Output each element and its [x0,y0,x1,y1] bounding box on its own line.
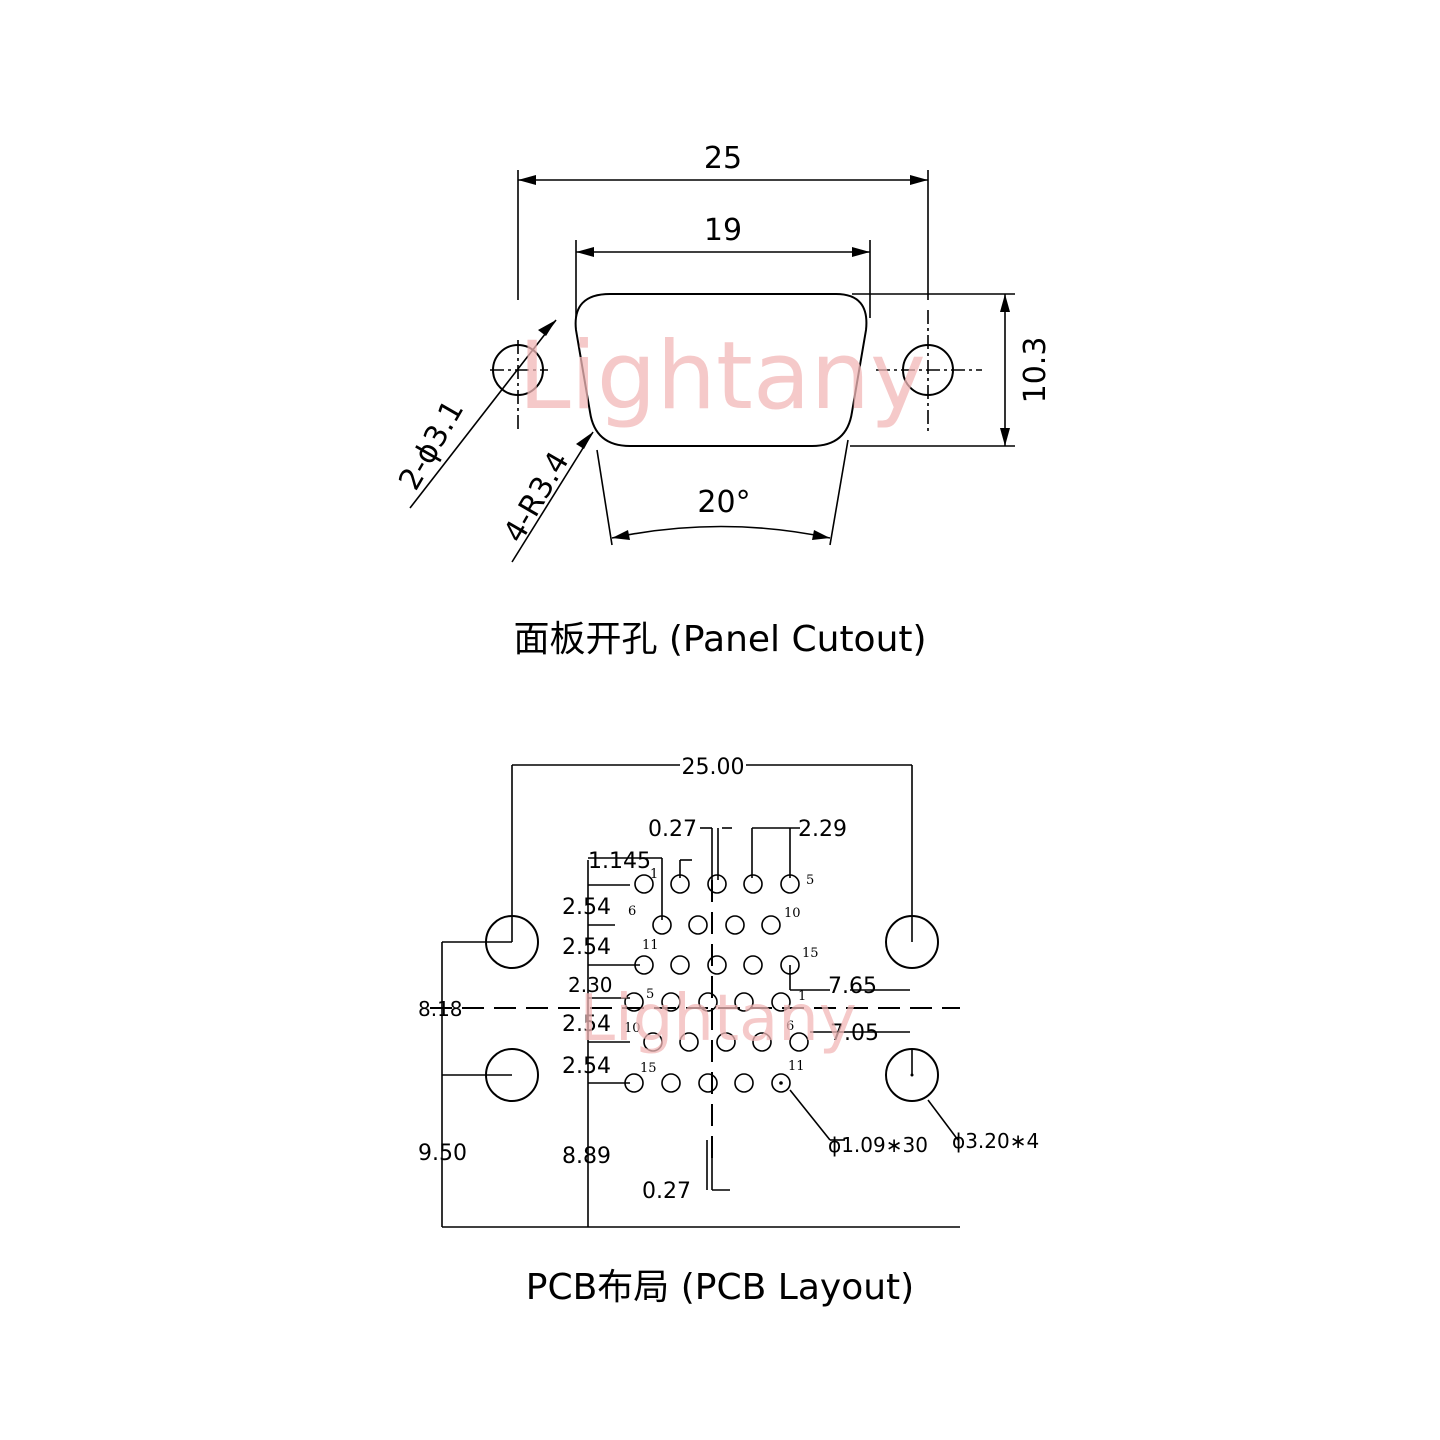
d-sub-cutout-outline [574,293,868,447]
pcb-dim-mount-hole: ϕ3.20∗4 [952,1129,1039,1153]
pcb-dim-offset-row1: 1.145 [588,849,651,874]
pin-label-15-upper: 15 [802,946,819,961]
pcb-dim-row-pitch-c: 2.54 [562,1012,611,1037]
dim-radius: 4-R3.4 [497,446,577,549]
pin-label-5-lower: 5 [646,987,654,1002]
dim-height: 10.3 [1018,337,1053,404]
watermark-bottom: Lightany [579,982,856,1056]
pin-label-10-lower: 10 [624,1021,641,1036]
pin-label-6-lower: 6 [786,1019,794,1034]
dim-overall-width: 25 [704,141,742,176]
pcb-dim-pin-depth: 8.89 [562,1144,611,1169]
pin-label-11-lower: 11 [788,1059,805,1074]
pin-label-15-lower: 15 [640,1061,657,1076]
mount-hole-bottom-right [885,1048,939,1102]
pcb-dim-row-pitch-d: 2.54 [562,1054,611,1079]
pin-label-1-lower: 1 [798,989,806,1004]
dim-cutout-width: 19 [704,213,742,248]
pcb-dim-overall-width: 25.00 [682,755,745,780]
pcb-dim-row-pitch-a: 2.54 [562,895,611,920]
pcb-dim-center-height: 8.18 [418,997,463,1021]
pcb-layout-caption: PCB布局 (PCB Layout) [525,1267,915,1308]
pcb-dim-offset-bottom: 0.27 [642,1179,691,1204]
pcb-layout-drawing: 1 5 6 10 11 15 5 1 10 6 15 11 25.00 0.27… [418,752,1039,1228]
dim-angle: 20° [697,485,750,520]
mount-hole-top-right [885,915,939,969]
pin-label-11-upper: 11 [642,938,659,953]
pcb-dim-row-gap: 2.30 [568,973,613,997]
watermark-top: Lightany [518,322,925,431]
pin-label-1-upper: 1 [650,867,658,882]
pcb-dim-row-pitch-b: 2.54 [562,935,611,960]
pcb-dim-bottom-height: 9.50 [418,1141,467,1166]
pin-label-5-upper: 5 [806,873,814,888]
pcb-dim-offset-top: 0.27 [648,817,697,842]
pin-label-10-upper: 10 [784,906,801,921]
pin-label-6-upper: 6 [628,904,636,919]
pcb-dim-offset-right-top: 7.65 [828,974,877,999]
pcb-dim-pin-hole: ϕ1.09∗30 [828,1133,928,1157]
panel-cutout-caption: 面板开孔 (Panel Cutout) [513,619,927,660]
pcb-dim-pitch-x: 2.29 [798,817,847,842]
pcb-dim-offset-right-bottom: 7.05 [830,1021,879,1046]
